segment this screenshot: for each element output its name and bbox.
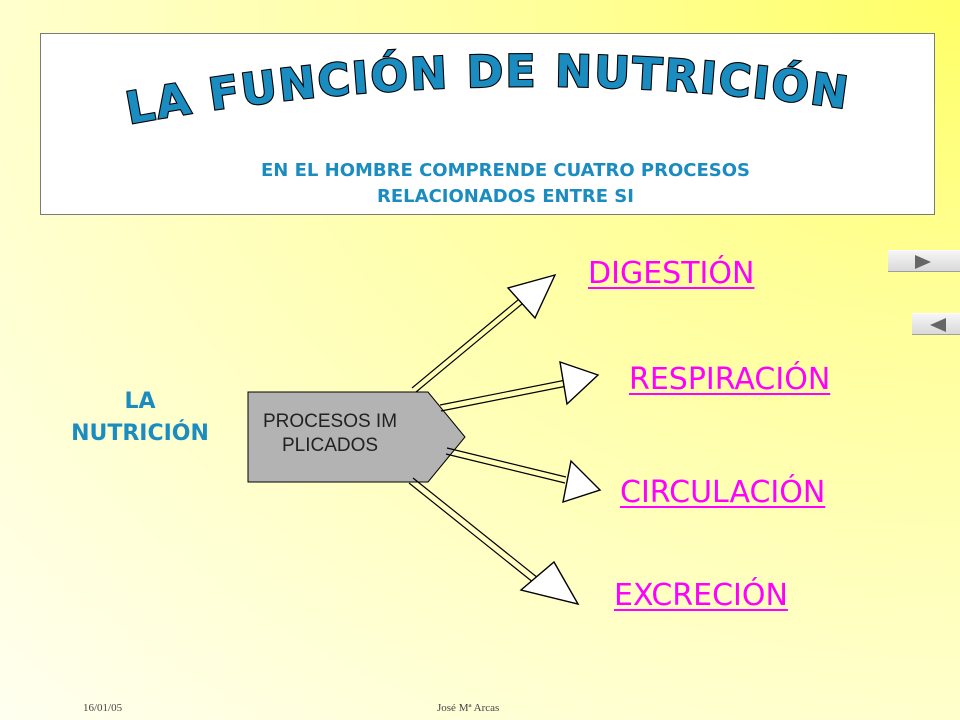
subtitle-line-2: RELACIONADOS ENTRE SI	[377, 186, 634, 207]
link-excrecion[interactable]: EXCRECIÓN	[614, 578, 788, 613]
title-box: LA FUNCIÓN DE NUTRICIÓN EN EL HOMBRE COM…	[40, 33, 935, 215]
link-circulacion[interactable]: CIRCULACIÓN	[620, 475, 826, 510]
next-slide-button[interactable]	[888, 250, 960, 272]
nutrition-label-line-1: LA	[124, 389, 156, 414]
nutrition-label: LA NUTRICIÓN	[20, 386, 260, 450]
link-digestion[interactable]: DIGESTIÓN	[588, 256, 755, 291]
play-right-icon	[915, 255, 931, 269]
arrow-to-excrecion	[408, 477, 580, 606]
arrow-to-respiracion	[439, 360, 600, 412]
footer-author: José Mª Arcas	[437, 702, 500, 714]
title-wordart: LA FUNCIÓN DE NUTRICIÓN	[121, 45, 852, 136]
process-box-label: PROCESOS IMPLICADOS	[262, 411, 398, 456]
subtitle-line-1: EN EL HOMBRE COMPRENDE CUATRO PROCESOS	[260, 160, 751, 181]
play-left-icon	[930, 318, 946, 332]
process-box-shape	[247, 391, 466, 483]
footer-date: 16/01/05	[83, 702, 123, 714]
arrow-to-circulacion	[445, 447, 602, 504]
arrow-to-digestion	[411, 273, 557, 393]
nutrition-label-line-2: NUTRICIÓN	[71, 421, 209, 446]
previous-slide-button[interactable]	[912, 313, 960, 335]
link-respiracion[interactable]: RESPIRACIÓN	[629, 362, 831, 397]
